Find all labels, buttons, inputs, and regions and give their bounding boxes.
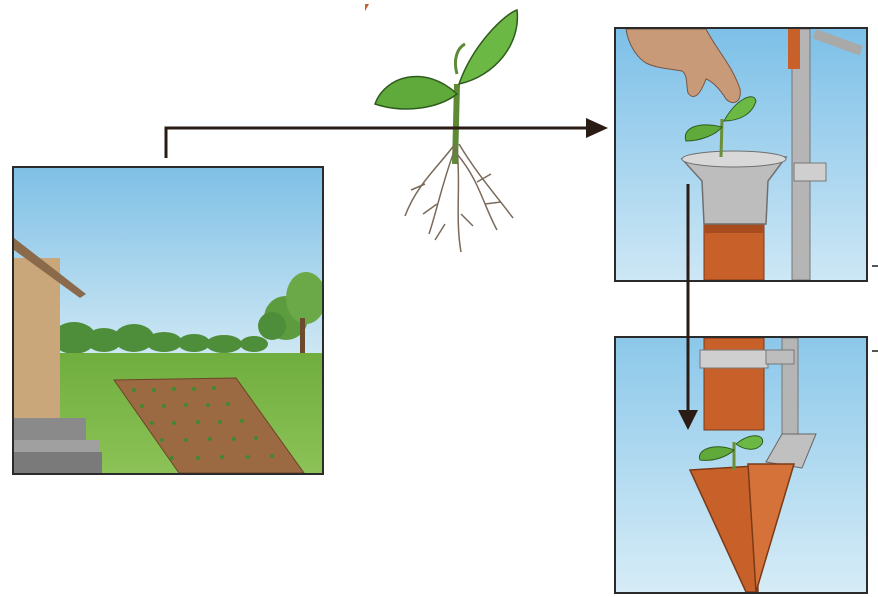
arrowhead-right bbox=[586, 118, 608, 138]
release-panel bbox=[614, 336, 868, 594]
edge-mark-bottom bbox=[872, 350, 878, 352]
insert-panel bbox=[614, 27, 868, 282]
edge-mark-top bbox=[872, 265, 878, 267]
garden-panel bbox=[12, 166, 324, 475]
seedling-with-roots bbox=[365, 4, 545, 259]
roots bbox=[405, 144, 513, 252]
